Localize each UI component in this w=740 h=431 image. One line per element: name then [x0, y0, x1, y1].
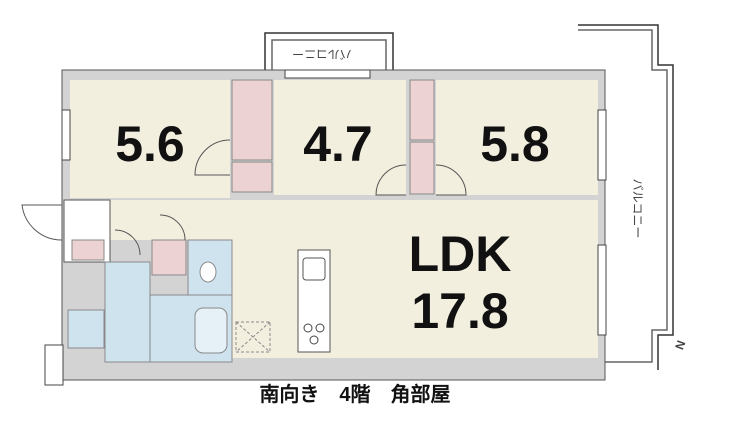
room-western-2 — [274, 80, 406, 195]
room-size-western-2: 4.7 — [303, 116, 373, 172]
closets — [151, 79, 435, 276]
room-western-1 — [70, 80, 230, 198]
caption: 南向き 4階 角部屋 — [259, 384, 451, 406]
ldk-size: 17.8 — [411, 283, 509, 339]
hallway — [110, 200, 235, 240]
room-size-western-1: 5.6 — [115, 116, 185, 172]
wet-areas — [67, 239, 233, 363]
balcony-right-label: バルコニー — [630, 178, 645, 239]
room-size-western-3: 5.8 — [480, 116, 550, 172]
ldk-label: LDK — [408, 226, 512, 282]
balcony-right — [578, 24, 674, 370]
balcony-top-label: バルコニー — [292, 47, 352, 61]
room-ldk — [232, 200, 598, 358]
room-western-3 — [436, 80, 598, 195]
